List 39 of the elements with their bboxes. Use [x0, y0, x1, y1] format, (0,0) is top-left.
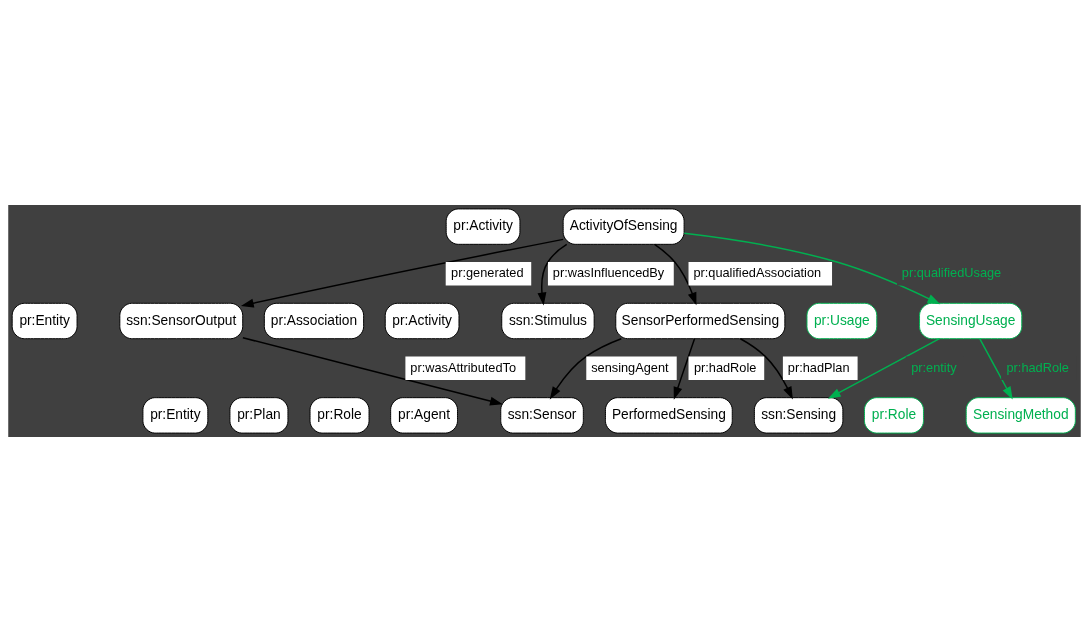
edge-label: pr:wasInfluencedBy [552, 264, 665, 280]
edge-label: pr:hadPlan [787, 359, 850, 375]
node-box: PerformedSensing [604, 396, 733, 434]
node-box: pr:Role [864, 396, 924, 434]
arrow [537, 243, 568, 305]
node-box: pr:Entity [142, 396, 209, 434]
arrow [653, 243, 697, 305]
node-box: pr:Activity [384, 302, 460, 339]
edge-label: pr:qualifiedAssociation [693, 264, 822, 280]
node-box: pr:Role [309, 396, 370, 434]
edge-label: pr:wasAttributedTo [410, 359, 517, 375]
arrow [549, 337, 622, 399]
arrow [673, 337, 696, 400]
node-box: ssn:Sensor [500, 396, 584, 434]
edge-label: sensingAgent [591, 359, 669, 375]
node-box: ssn:Sensing [753, 396, 844, 434]
node-box: pr:Association [263, 302, 365, 339]
node-box: SensingUsage [919, 302, 1023, 339]
node-box: ssn:Stimulus [501, 302, 595, 339]
node-box: pr:Entity [11, 302, 78, 339]
node-box: ActivityOfSensing [562, 207, 685, 245]
edge-label: pr:generated [451, 264, 524, 280]
edge-label: pr:hadRole [1006, 359, 1069, 375]
node-box: pr:Usage [806, 302, 878, 339]
node-box: pr:Agent [390, 396, 458, 434]
node-box: SensorPerformedSensing [615, 302, 786, 339]
node-box: pr:Activity [445, 207, 521, 245]
node-box: SensingMethod [965, 396, 1076, 434]
edge-label: pr:qualifiedUsage [901, 264, 1002, 280]
arrow [827, 337, 941, 399]
arrow [979, 337, 1013, 399]
node-box: ssn:SensorOutput [119, 302, 244, 339]
arrow [242, 336, 503, 405]
arrow [240, 238, 564, 308]
arrow [739, 337, 793, 399]
arrow [683, 232, 941, 304]
edge-label: pr:entity [911, 359, 957, 375]
edge-label: pr:hadRole [693, 359, 757, 375]
node-box: pr:Plan [229, 396, 289, 434]
